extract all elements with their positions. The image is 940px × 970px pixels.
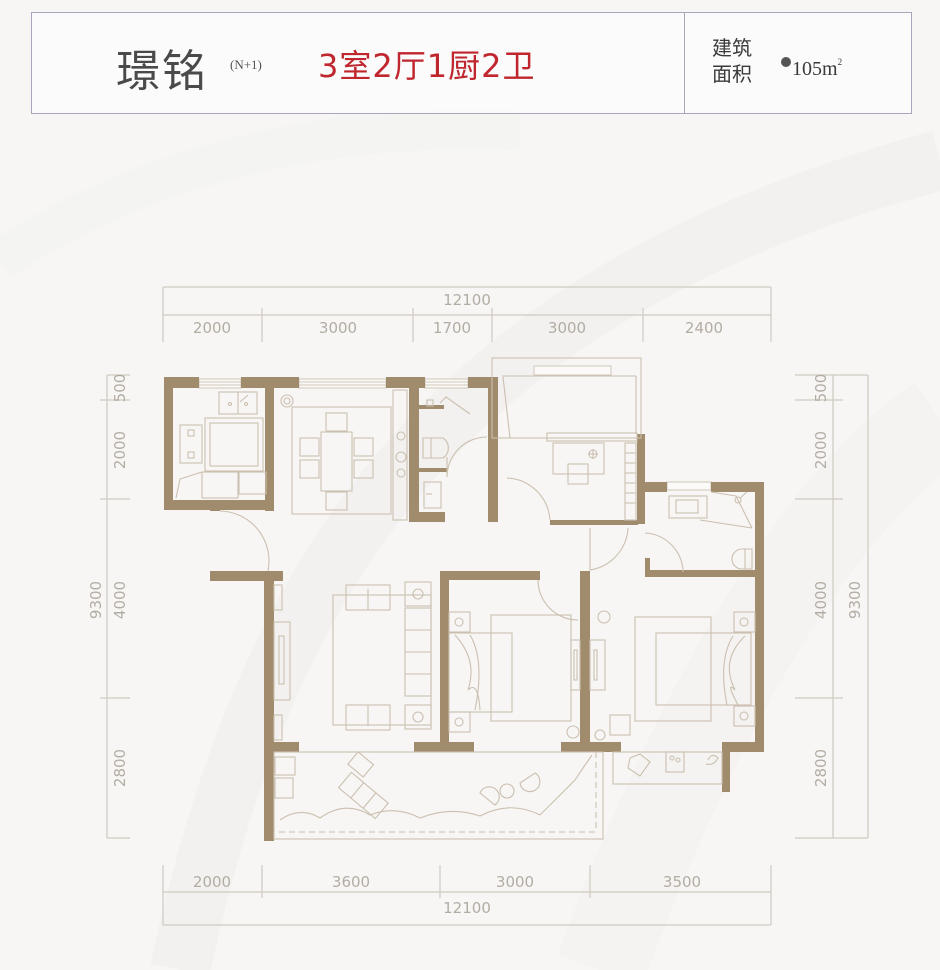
dining-table-icon [299, 412, 374, 511]
area-label: 建筑 面积 [712, 35, 772, 87]
side-table-icon [404, 581, 432, 730]
second-bedroom-door-arc [537, 579, 579, 621]
dim-bottom-seg-1: 2000 [193, 873, 231, 891]
balcony-outline [273, 751, 604, 840]
dim-right-seg-2: 2000 [812, 431, 830, 469]
dim-left-seg-3: 4000 [111, 581, 129, 619]
shower-icon [734, 491, 748, 504]
header-divider [684, 13, 685, 113]
study-bay-window [491, 357, 642, 442]
dim-top-total: 12100 [443, 291, 491, 309]
dimension-left [100, 374, 130, 839]
dim-right-seg-1: 500 [812, 374, 830, 403]
master-toilet-icon [731, 548, 753, 570]
fixtures [175, 357, 756, 840]
public-toilet-icon [422, 437, 449, 459]
dim-top-seg-2: 3000 [319, 319, 357, 337]
plant-icon [597, 610, 611, 624]
bed-master-icon [634, 611, 756, 727]
unit-name: 璟铭 [116, 46, 208, 97]
dim-right-seg-4: 2800 [812, 749, 830, 787]
study-door-arc [506, 477, 551, 521]
bathroom-door-arc [446, 436, 488, 478]
area-unit-superscript: 2 [837, 57, 843, 67]
kitchen-sink-icon [218, 391, 258, 415]
dim-left-seg-2: 2000 [111, 431, 129, 469]
vanity-icon [594, 714, 631, 741]
bed-second-icon [448, 611, 572, 733]
corridor-door-arc [589, 527, 629, 571]
master-bath-door-arc [644, 532, 684, 573]
kitchen-door-arc [219, 510, 270, 572]
dimension-bottom [162, 865, 772, 926]
walls [164, 377, 764, 841]
kitchen-counter [175, 417, 267, 499]
area-number: 105m [792, 58, 838, 80]
unit-variant: (N+1) [230, 57, 262, 72]
dim-bottom-total: 12100 [443, 899, 491, 917]
sofa-icon [345, 584, 432, 731]
dim-right-seg-3: 4000 [812, 581, 830, 619]
area-label-line1: 建筑 [712, 36, 752, 60]
stove-icon [179, 424, 203, 464]
tv-cabinet-icon [273, 584, 291, 741]
dim-top-seg-4: 3000 [548, 319, 586, 337]
dimension-bottom-labels: 2000 3600 3000 3500 12100 [193, 873, 701, 917]
dim-bottom-seg-3: 3000 [496, 873, 534, 891]
dimension-left-labels: 500 2000 4000 2800 9300 [87, 374, 129, 787]
area-value: 105m2 [792, 57, 842, 81]
dim-right-total: 9300 [846, 581, 864, 619]
dining-sideboard [392, 389, 408, 521]
plant-icon [280, 394, 294, 408]
plant-icon [566, 725, 580, 739]
dimension-right [795, 374, 869, 839]
unit-layout: 3室2厅1厨2卫 [318, 47, 536, 85]
dim-left-seg-4: 2800 [111, 749, 129, 787]
header-bar: 璟铭 (N+1) 3室2厅1厨2卫 建筑 面积 105m2 [31, 12, 912, 114]
study-desk-icon [552, 442, 605, 485]
bay-window-icon [612, 751, 723, 785]
bistro-set-icon [479, 772, 541, 806]
dim-bottom-seg-4: 3500 [663, 873, 701, 891]
dining-rug [291, 406, 392, 515]
dim-bottom-seg-2: 3600 [332, 873, 370, 891]
wardrobe-master-icon [589, 639, 606, 691]
study-wardrobe [624, 442, 637, 521]
area-label-line2: 面积 [712, 62, 752, 86]
public-sink-icon [423, 481, 442, 509]
master-sink-icon [668, 495, 708, 519]
area-bullet-icon [781, 57, 791, 67]
dimension-top [162, 286, 772, 342]
dim-top-seg-3: 1700 [433, 319, 471, 337]
dim-top-seg-5: 2400 [685, 319, 723, 337]
dim-left-total: 9300 [87, 581, 105, 619]
dim-left-seg-1: 500 [111, 374, 129, 403]
lounge-chair-icon [337, 751, 389, 820]
wardrobe-second-icon [570, 639, 581, 691]
dim-top-seg-1: 2000 [193, 319, 231, 337]
dimension-top-labels: 12100 2000 3000 1700 3000 2400 [193, 291, 723, 337]
balcony-cabinet-icon [274, 756, 296, 799]
dimension-right-labels: 500 2000 4000 2800 9300 [812, 374, 864, 787]
